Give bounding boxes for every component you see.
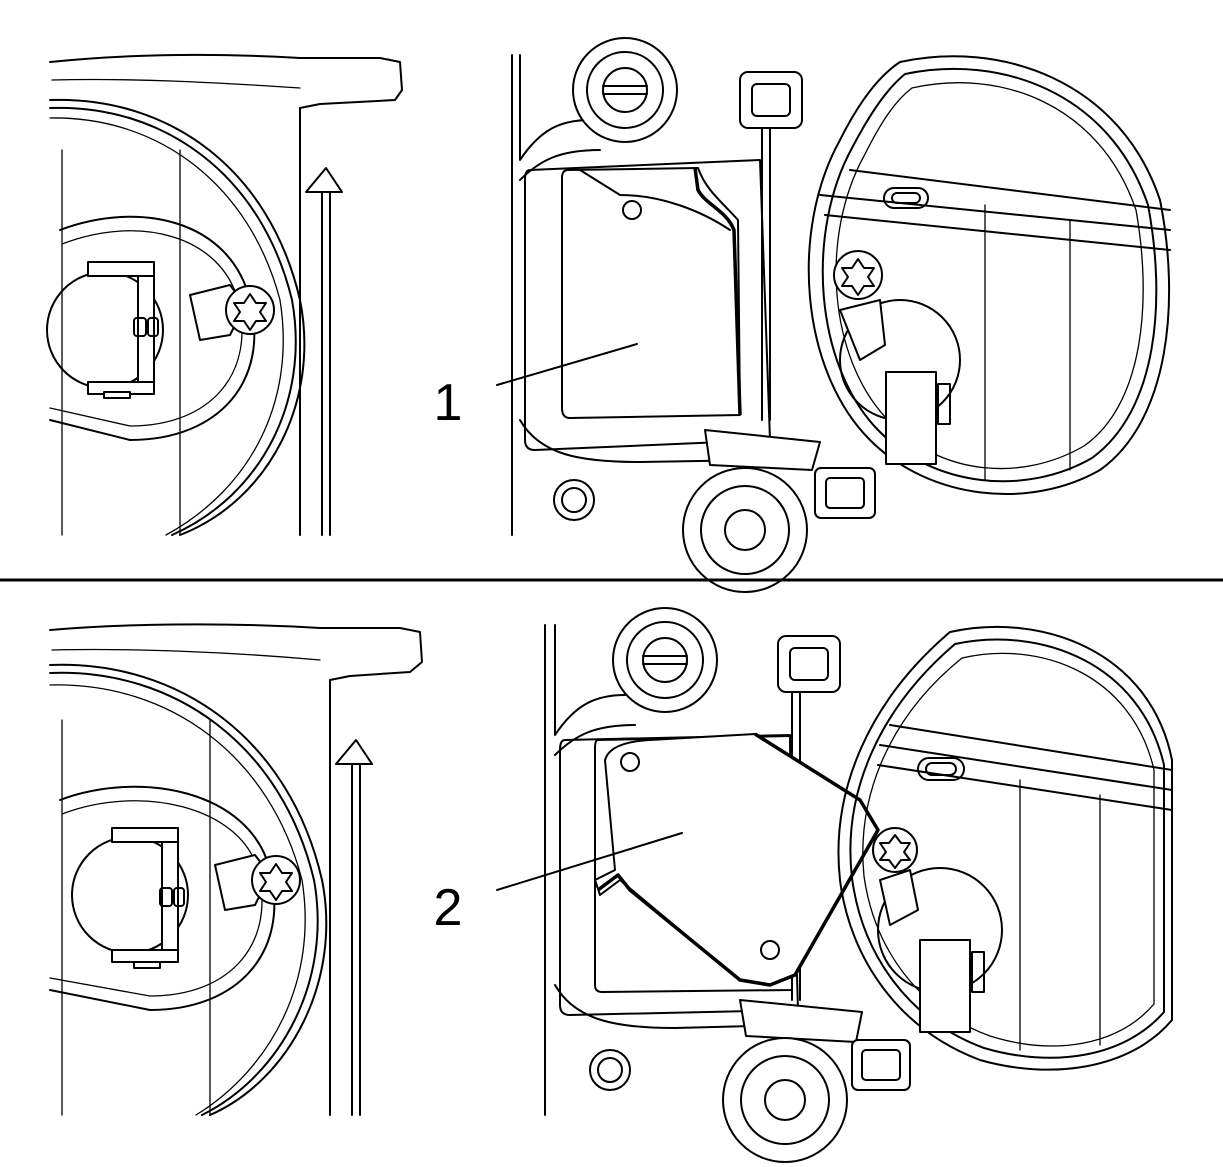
torx-screw-icon xyxy=(225,285,275,335)
torx-screw-icon xyxy=(872,827,918,873)
callout-label-2: 2 xyxy=(434,879,463,937)
arrow-up-icon xyxy=(305,167,343,193)
cover-part-2 xyxy=(594,732,880,987)
torx-screw-icon xyxy=(251,855,301,905)
adjuster-knob-top xyxy=(572,37,678,143)
panel-bottom: 2 xyxy=(49,607,1173,1163)
panel-top: 1 xyxy=(46,37,1171,593)
torx-screw-icon xyxy=(833,250,883,300)
callout-leader-2 xyxy=(496,832,683,891)
arrow-up-icon xyxy=(335,739,373,765)
callout-label-1: 1 xyxy=(434,374,463,432)
adjuster-knob-bottom xyxy=(722,999,911,1163)
cover-part-1 xyxy=(561,167,742,419)
callout-leader-1 xyxy=(496,343,638,386)
adjuster-knob-bottom xyxy=(682,429,876,593)
adjuster-knob-top xyxy=(612,607,718,713)
